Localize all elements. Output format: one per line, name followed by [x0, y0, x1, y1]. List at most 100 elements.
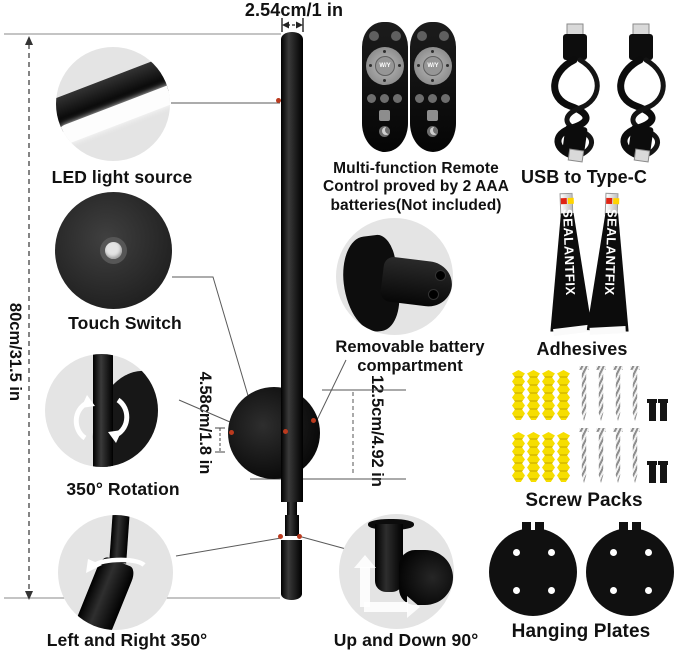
plus-icon [446, 64, 449, 67]
set-screw-icon [647, 461, 657, 483]
marker-dot-mount-left [229, 430, 234, 435]
remote-description-label: Multi-function Remote Control proved by … [322, 160, 509, 214]
memory-button-icon [379, 110, 390, 121]
up-down-feature-label: Up and Down 90° [333, 630, 479, 650]
hanging-plate [489, 522, 577, 616]
wy-mode-button: W/Y [375, 56, 395, 76]
wall-anchor-icon [527, 370, 540, 420]
set-screw-icon [658, 461, 668, 483]
depth-dimension-bracket [215, 427, 225, 453]
plate-hole [645, 587, 652, 594]
hanging-plate [586, 522, 674, 616]
left-right-feature-circle [58, 515, 173, 630]
brightness-down-icon [383, 79, 386, 82]
remote-dpad: W/Y [414, 47, 452, 85]
rotation-pole [93, 354, 113, 467]
screw-icon [613, 428, 623, 483]
up-down-vertical-cylinder [375, 524, 403, 592]
power-off-button-icon [391, 31, 401, 41]
screw-icon [630, 428, 640, 483]
marker-dot-led [276, 98, 281, 103]
memory-button-icon [427, 110, 438, 121]
adhesives-label: Adhesives [536, 339, 628, 359]
marker-dot-mount-center [283, 429, 288, 434]
wall-anchor-icon [542, 432, 555, 482]
wall-anchor-icon [542, 370, 555, 420]
pole-neck-joint [287, 502, 297, 515]
yellow-chip-icon [567, 197, 574, 205]
plate-hole [610, 549, 617, 556]
marker-dot-joint-right [297, 534, 302, 539]
tube-label-chips [606, 197, 620, 205]
rotate-arrow-icon [86, 557, 146, 573]
right-arrow-icon [364, 596, 420, 618]
touch-switch-circle [55, 192, 172, 309]
timer-button-icon [415, 94, 424, 103]
usb-label: USB to Type-C [521, 167, 647, 187]
timer-button-icon [367, 94, 376, 103]
wall-anchor-icon [512, 432, 525, 482]
lamp-pole [281, 32, 303, 502]
red-chip-icon [606, 197, 613, 205]
power-on-button-icon [417, 31, 427, 41]
tube-crimp [589, 326, 626, 335]
rotation-feature-circle [45, 354, 158, 467]
screw-icon [596, 428, 606, 483]
touch-button-icon [105, 242, 122, 259]
brightness-up-icon [431, 50, 434, 53]
touch-feature-label: Touch Switch [68, 313, 182, 333]
screw-icon [579, 428, 589, 483]
adhesive-tube: SEALANTFIX [587, 192, 634, 335]
remote-control: W/Y [410, 22, 456, 152]
plus-icon [398, 64, 401, 67]
screw-packs-label: Screw Packs [525, 490, 643, 511]
callout-lines [171, 102, 347, 557]
rotation-arrows-icon [73, 395, 130, 443]
up-down-horizontal-cylinder [399, 550, 453, 605]
wall-anchor-icon [557, 370, 570, 420]
usb-cable [551, 23, 600, 163]
plate-hole [513, 587, 520, 594]
mode-button-icon [380, 94, 389, 103]
rotation-feature-label: 350° Rotation [66, 479, 180, 499]
brightness-down-icon [431, 79, 434, 82]
scene-button-icon [441, 94, 450, 103]
usb-cable [617, 23, 666, 163]
marker-dot-mount-right [311, 418, 316, 423]
set-screw-icon [658, 399, 668, 421]
plate-hole [548, 549, 555, 556]
minus-icon [417, 64, 420, 67]
screw-icon [630, 366, 640, 421]
pole-mid-joint [285, 515, 299, 536]
plate-hole [548, 587, 555, 594]
left-right-feature-label: Left and Right 350° [46, 630, 208, 650]
mode-button-icon [428, 94, 437, 103]
yellow-chip-icon [613, 198, 620, 205]
brightness-up-icon [383, 50, 386, 53]
hanging-plates-label: Hanging Plates [511, 621, 651, 642]
width-dimension-line [281, 18, 304, 32]
wall-anchor-icon [512, 370, 525, 420]
night-mode-button-icon [427, 126, 438, 137]
screw-pack-row [511, 428, 669, 483]
wall-anchor-icon [527, 432, 540, 482]
led-tube-illustration [56, 47, 170, 161]
scene-button-icon [393, 94, 402, 103]
pole-width-dimension-label: 2.54cm/1 in [244, 0, 344, 20]
power-on-button-icon [369, 31, 379, 41]
marker-dot-joint-left [278, 534, 283, 539]
battery-hole [428, 289, 439, 300]
minus-icon [369, 64, 372, 67]
battery-feature-circle [336, 218, 453, 335]
adhesive-tube: SEALANTFIX [546, 192, 593, 337]
wy-mode-button: W/Y [423, 56, 443, 76]
up-down-feature-circle [339, 514, 454, 629]
set-screw-icon [647, 399, 657, 421]
diameter-dimension-line [250, 389, 406, 480]
height-dimension-line [25, 36, 33, 600]
plate-hole [645, 549, 652, 556]
wall-anchor-icon [557, 432, 570, 482]
battery-feature-label: Removable battery compartment [335, 338, 485, 376]
screw-icon [579, 366, 589, 421]
